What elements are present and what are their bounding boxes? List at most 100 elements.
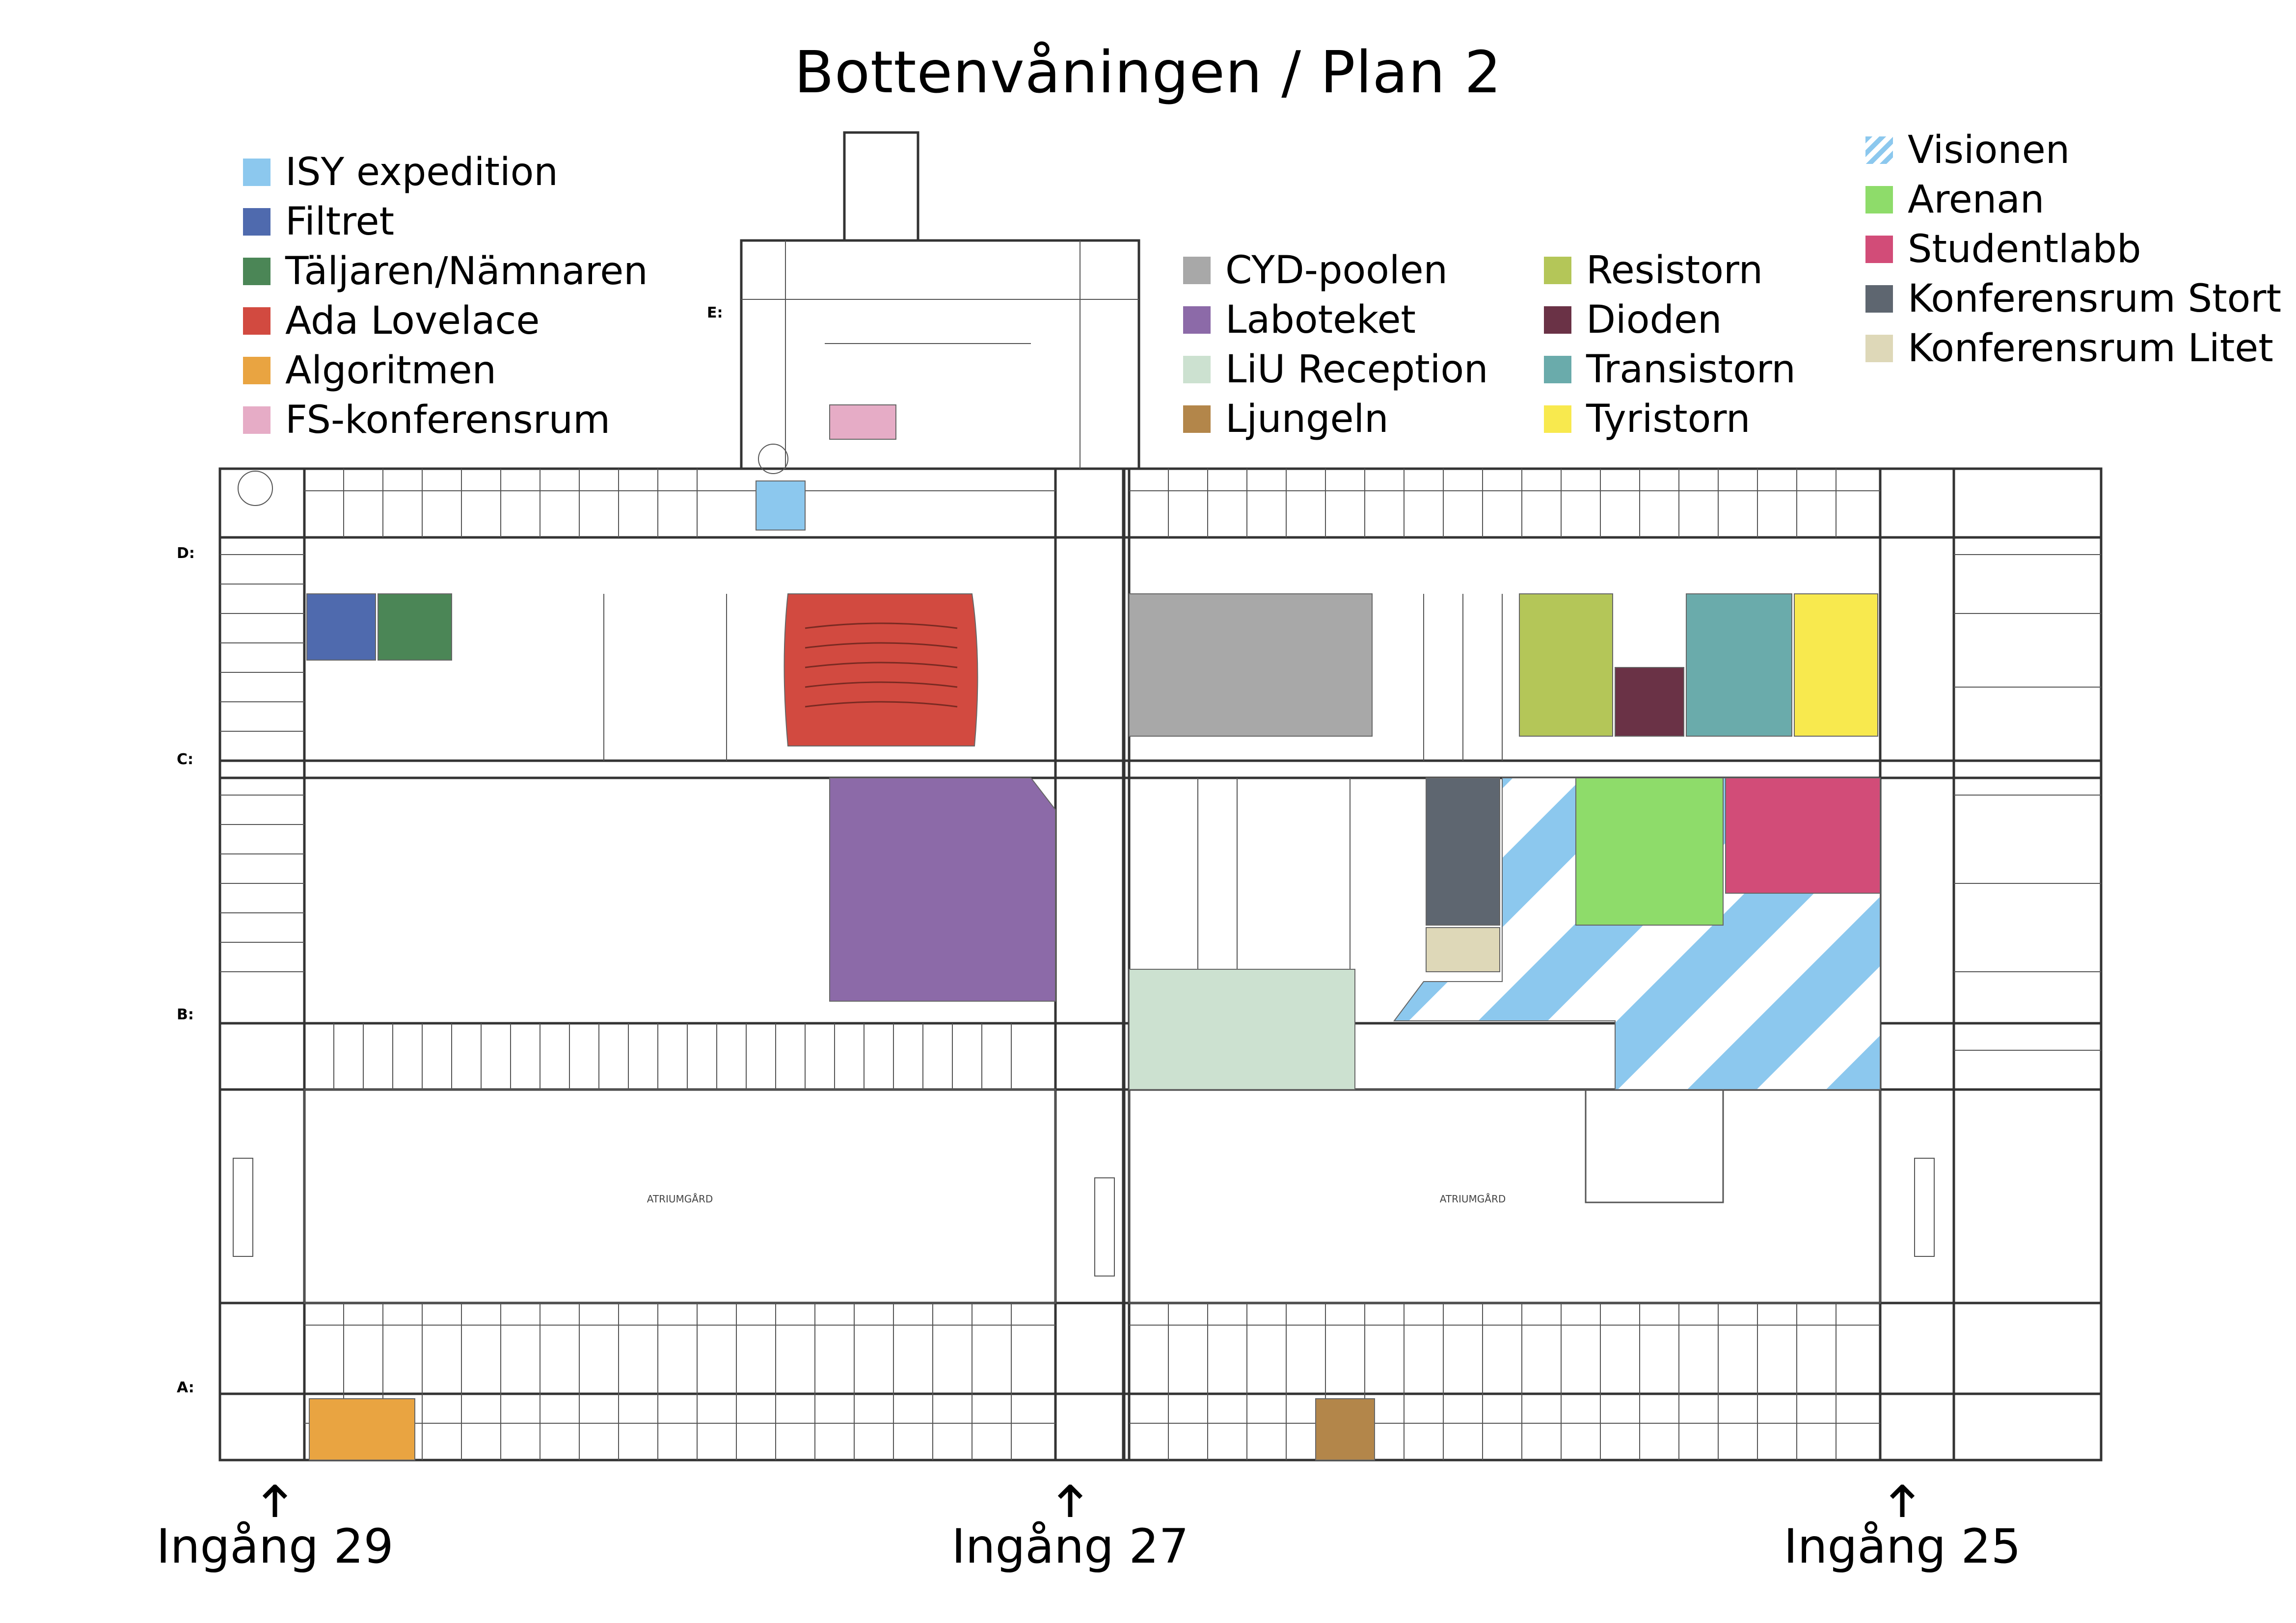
legend-label: CYD-poolen xyxy=(1225,248,1448,293)
auditorium-seating xyxy=(805,622,958,708)
swatch xyxy=(243,406,270,434)
legend-label: Konferensrum Litet xyxy=(1908,326,2273,371)
swatch xyxy=(1183,256,1211,284)
corridor-label-d: D: xyxy=(177,545,195,562)
room-partitions xyxy=(220,240,2101,1460)
swatch xyxy=(243,257,270,285)
stairwells xyxy=(233,444,1935,1277)
legend-item: Transistorn xyxy=(1544,345,1796,394)
swatch xyxy=(1183,306,1211,334)
entrance-29: Ingång 29 xyxy=(147,1485,403,1570)
entrance-27: Ingång 27 xyxy=(943,1485,1198,1570)
legend-item: Ada Lovelace xyxy=(243,296,648,346)
swatch xyxy=(1183,405,1211,433)
legend-label: Filtret xyxy=(285,199,395,244)
legend-item: LiU Reception xyxy=(1183,345,1488,394)
swatch xyxy=(1544,405,1571,433)
room-dioden[interactable] xyxy=(1615,667,1684,737)
entrance-label: Ingång 25 xyxy=(1783,1519,2021,1574)
legend-item: CYD-poolen xyxy=(1183,245,1488,295)
up-arrow-icon xyxy=(1057,1485,1083,1517)
legend-item: Visionen xyxy=(1865,125,2281,175)
legend-item: Laboteket xyxy=(1183,295,1488,345)
corridor-label-b: B: xyxy=(177,1006,194,1023)
room-konferensrum-stort[interactable] xyxy=(1426,777,1500,926)
legend-item: Arenan xyxy=(1865,175,2281,224)
legend-label: Täljaren/Nämnaren xyxy=(285,249,648,293)
legend-group-2: CYD-poolen Laboteket LiU Reception Ljung… xyxy=(1183,245,1488,444)
legend-label: FS-konferensrum xyxy=(285,398,611,442)
entrance-label: Ingång 29 xyxy=(156,1519,394,1574)
corridor-label-c: C: xyxy=(177,751,194,768)
room-liu-reception[interactable] xyxy=(1129,969,1355,1090)
entrance-25: Ingång 25 xyxy=(1775,1485,2030,1570)
legend-label: Dioden xyxy=(1586,297,1722,342)
room-fs-konferensrum[interactable] xyxy=(829,404,896,440)
legend-label: LiU Reception xyxy=(1225,347,1488,392)
highlighted-rooms xyxy=(306,404,1881,1461)
legend-label: Ljungeln xyxy=(1225,397,1389,441)
room-algoritmen[interactable] xyxy=(309,1398,415,1461)
legend-item: Studentlabb xyxy=(1865,224,2281,274)
swatch xyxy=(1183,355,1211,383)
legend-item: FS-konferensrum xyxy=(243,395,648,445)
legend-label: Tyristorn xyxy=(1586,397,1751,441)
entrance-label: Ingång 27 xyxy=(951,1519,1189,1574)
room-tyristorn[interactable] xyxy=(1794,593,1878,737)
room-transistorn[interactable] xyxy=(1686,593,1792,737)
up-arrow-icon xyxy=(1890,1485,1915,1517)
legend-item: ISY expedition xyxy=(243,147,648,197)
legend-item: Ljungeln xyxy=(1183,394,1488,444)
swatch-striped xyxy=(1865,136,1893,164)
room-konferensrum-litet[interactable] xyxy=(1426,927,1500,972)
corridor-label-a: A: xyxy=(177,1379,194,1396)
courtyards xyxy=(303,1089,1881,1304)
page-title: Bottenvåningen / Plan 2 xyxy=(794,38,1502,106)
room-resistorn[interactable] xyxy=(1519,593,1613,737)
legend-label: Arenan xyxy=(1908,177,2045,222)
legend-group-4: Visionen Arenan Studentlabb Konferensrum… xyxy=(1865,125,2281,373)
legend-item: Konferensrum Litet xyxy=(1865,323,2281,373)
legend-group-3: Resistorn Dioden Transistorn Tyristorn xyxy=(1544,245,1796,444)
swatch xyxy=(243,356,270,384)
room-filtret[interactable] xyxy=(306,593,376,661)
legend-label: Ada Lovelace xyxy=(285,298,540,343)
swatch xyxy=(243,208,270,236)
swatch xyxy=(1544,355,1571,383)
legend-item: Konferensrum Stort xyxy=(1865,274,2281,323)
legend-item: Filtret xyxy=(243,197,648,246)
legend-label: Algoritmen xyxy=(285,348,496,393)
room-laboteket[interactable] xyxy=(829,777,1056,1002)
room-cyd-poolen[interactable] xyxy=(1129,593,1373,737)
swatch xyxy=(1544,306,1571,334)
room-arenan[interactable] xyxy=(1575,777,1724,926)
courtyard-label-west: ATRIUMGÅRD xyxy=(647,1193,713,1205)
swatch xyxy=(1865,285,1893,313)
swatch xyxy=(1865,334,1893,362)
legend-item: Algoritmen xyxy=(243,346,648,395)
legend-label: ISY expedition xyxy=(285,150,558,194)
room-isy-expedition[interactable] xyxy=(756,480,806,531)
room-ljungeln[interactable] xyxy=(1315,1398,1375,1461)
legend-group-1: ISY expedition Filtret Täljaren/Nämnaren… xyxy=(243,147,648,445)
room-ada-lovelace[interactable] xyxy=(783,593,978,746)
legend-item: Dioden xyxy=(1544,295,1796,345)
legend-label: Visionen xyxy=(1908,128,2070,172)
swatch xyxy=(1865,186,1893,213)
legend-label: Konferensrum Stort xyxy=(1908,276,2282,321)
up-arrow-icon xyxy=(262,1485,288,1517)
swatch xyxy=(243,307,270,335)
courtyard-label-east: ATRIUMGÅRD xyxy=(1440,1193,1506,1205)
legend-label: Studentlabb xyxy=(1908,227,2141,271)
corridor-label-e: E: xyxy=(707,304,723,321)
legend-item: Resistorn xyxy=(1544,245,1796,295)
room-taljaren-namnaren[interactable] xyxy=(378,593,452,661)
legend-item: Täljaren/Nämnaren xyxy=(243,246,648,296)
legend-label: Laboteket xyxy=(1225,297,1416,342)
swatch xyxy=(243,158,270,186)
room-studentlabb[interactable] xyxy=(1725,777,1881,894)
swatch xyxy=(1865,235,1893,263)
swatch xyxy=(1544,256,1571,284)
legend-item: Tyristorn xyxy=(1544,394,1796,444)
